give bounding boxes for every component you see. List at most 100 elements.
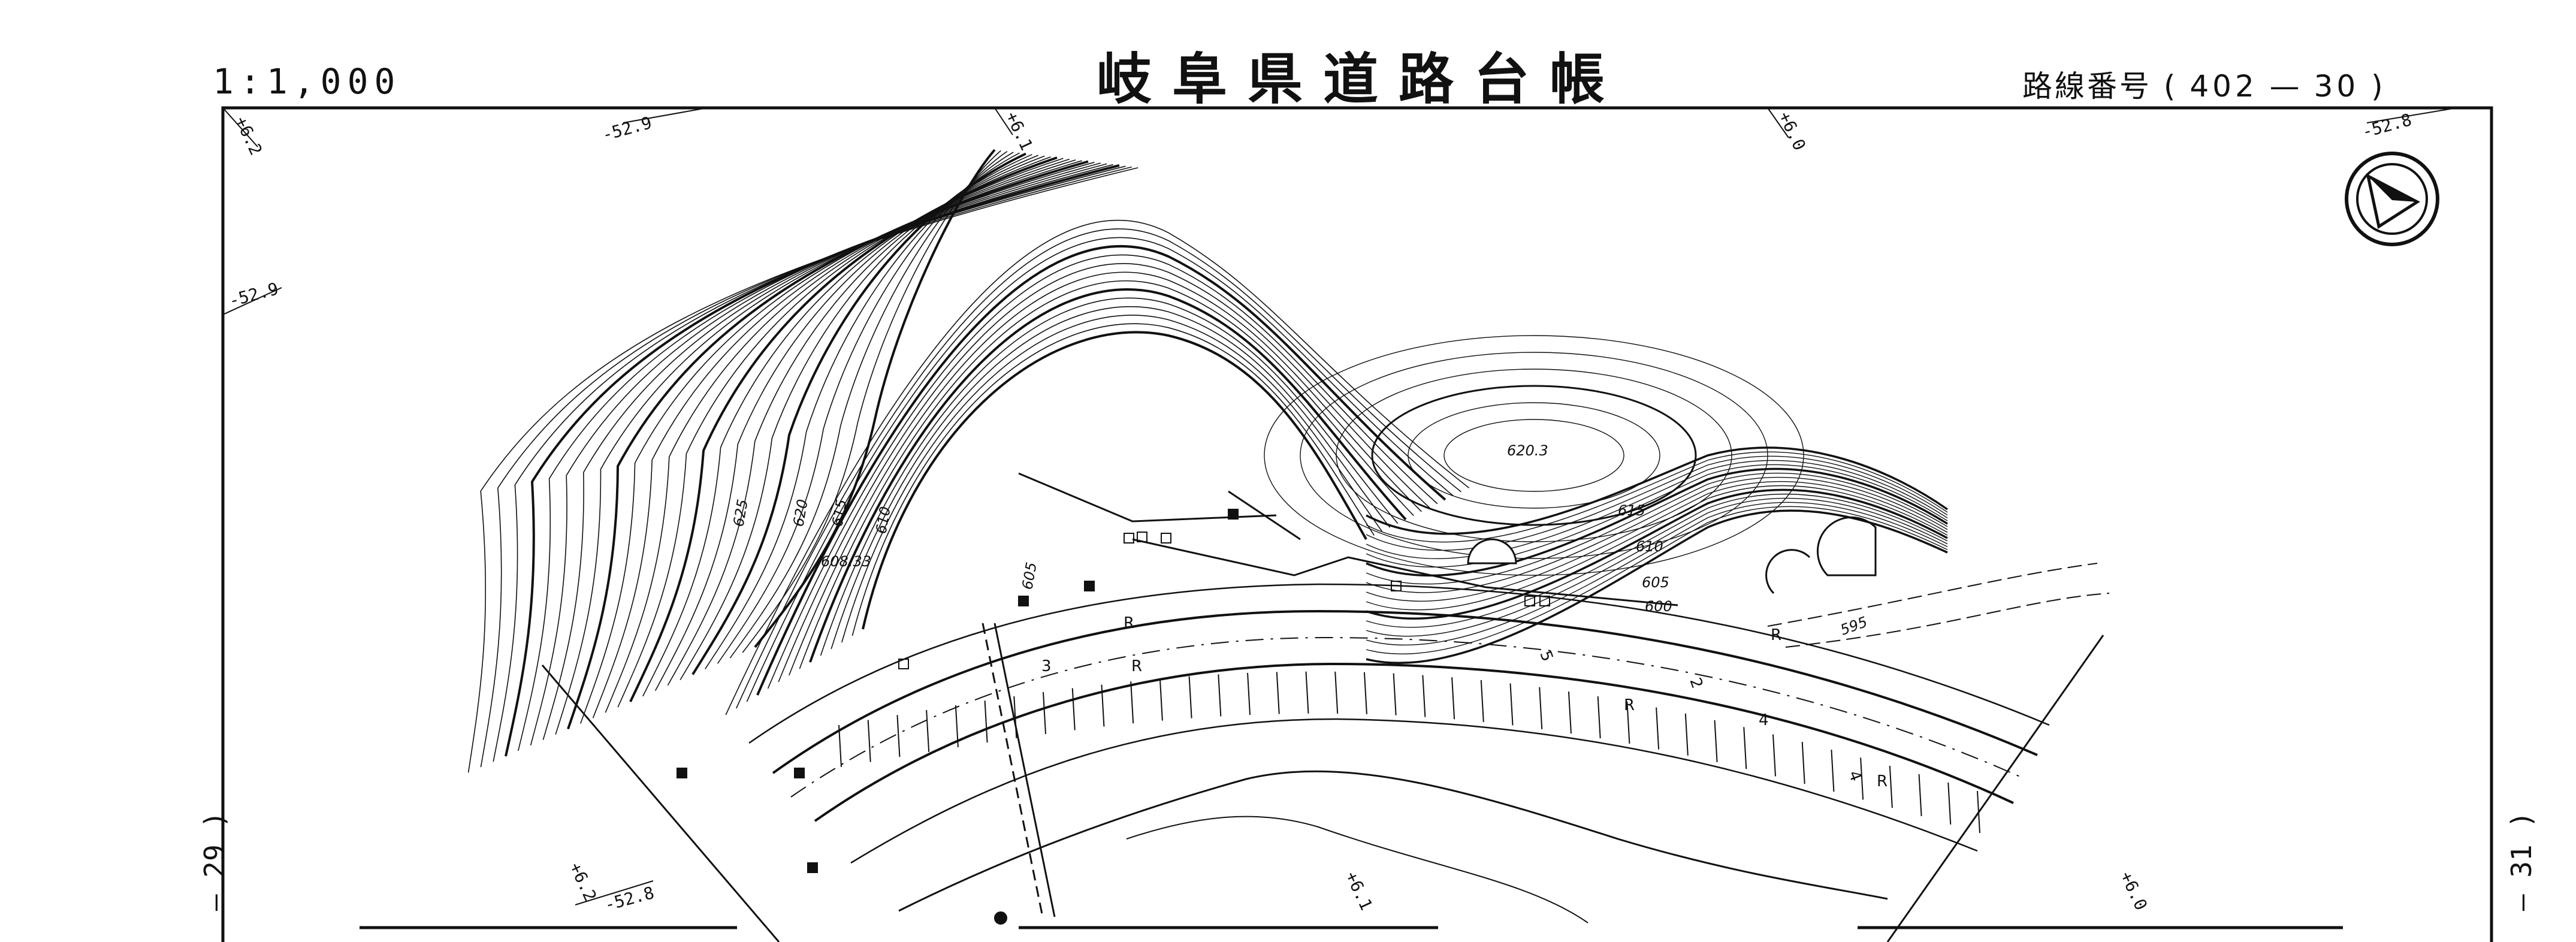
contour-line — [1366, 502, 1948, 646]
route-dash: — — [2269, 69, 2302, 104]
road-mark: 4 — [1759, 711, 1769, 729]
side-path — [1767, 563, 2098, 627]
grid-tick-label: -52.9 — [600, 113, 654, 145]
slope-hatch — [1393, 673, 1397, 715]
contour-line — [629, 156, 1058, 702]
slope-hatch — [1801, 741, 1805, 784]
contour-line — [742, 150, 1001, 653]
slope-hatch — [867, 720, 871, 762]
slope-hatch — [1305, 671, 1309, 714]
contour-line — [680, 154, 1032, 681]
grid-tick-label: +6.0 — [2116, 868, 2151, 913]
slope-hatch — [1188, 676, 1192, 718]
grid-tick-label: +6.1 — [1342, 868, 1376, 913]
contour-line — [691, 152, 1026, 675]
contour-label: 625 — [730, 498, 751, 528]
route-number: 402 — [2190, 69, 2258, 104]
contour-line — [754, 149, 996, 648]
slope-hatch — [1597, 696, 1601, 739]
contour-label: 615 — [829, 498, 850, 528]
slope-hatch — [1860, 757, 1864, 800]
road-centerline — [790, 636, 2026, 798]
contour-line — [1366, 473, 1948, 585]
contour-line — [654, 155, 1045, 692]
route-label-text: 路線番号 — [2022, 69, 2152, 104]
contour-line — [555, 162, 1095, 735]
contour-label: 595 — [1838, 614, 1870, 639]
contour-line — [1366, 451, 1948, 543]
contour-line — [1443, 419, 1624, 492]
contour-line — [1366, 481, 1948, 602]
slope-hatching — [838, 671, 1980, 834]
slope-hatch — [1043, 692, 1047, 734]
slope-hatch — [1656, 707, 1660, 750]
contour-label: 610 — [1636, 538, 1663, 555]
slope-hatch — [1480, 680, 1484, 722]
slope-hatch — [1159, 678, 1163, 721]
contour-line — [725, 219, 1470, 715]
map-scale: 1:1,000 — [213, 61, 401, 102]
contour-labels: 625 620 615 610 605 615 610 605 600 595 — [730, 498, 1870, 639]
grid-tick-label: +6.1 — [1002, 108, 1037, 153]
contour-line — [1366, 509, 1948, 664]
slope-hatch — [1451, 677, 1455, 720]
slope-hatch — [1247, 672, 1251, 715]
slope-hatch — [1363, 672, 1367, 714]
slope-hatch — [1013, 696, 1017, 738]
contour-line — [567, 160, 1089, 730]
contour-line — [1264, 335, 1804, 576]
road-mark: 5 — [1536, 648, 1556, 664]
spot-height: 608.33 — [821, 553, 871, 570]
contour-line — [1366, 446, 1949, 535]
slope-hatch — [1918, 774, 1922, 816]
slope-hatch — [926, 709, 930, 753]
grid-tick-label: +6.2 — [566, 859, 600, 904]
embankment-line — [898, 770, 1888, 912]
contour-line — [1408, 402, 1660, 509]
road-mark: R — [1877, 772, 1888, 790]
slope-hatch — [1130, 681, 1134, 724]
embankment-line — [1126, 816, 1589, 923]
contour-line — [1366, 488, 1948, 620]
contour-label: 605 — [1642, 574, 1669, 591]
slope-hatch — [1684, 713, 1689, 756]
slope-hatch — [1422, 675, 1426, 717]
slope-hatch — [896, 715, 901, 757]
map-title: 岐阜県道路台帳 — [1097, 47, 1626, 111]
map-frame — [221, 106, 2493, 942]
slope-hatch — [984, 701, 988, 743]
access-road — [982, 623, 1044, 917]
contour-label: 600 — [1645, 598, 1672, 615]
grid-tick-label: -52.9 — [227, 279, 280, 311]
compass-north-arrow-icon — [2345, 152, 2439, 246]
slope-hatch — [1626, 701, 1630, 744]
contour-label: 615 — [1618, 502, 1645, 519]
contour-line — [505, 164, 1120, 757]
grid-tick-label: -52.8 — [2360, 110, 2414, 142]
road-mark: R — [1131, 657, 1142, 675]
slope-hatch — [1568, 691, 1572, 734]
contour-label: 620 — [790, 498, 811, 528]
contour-line — [1371, 385, 1697, 526]
contour-line — [467, 167, 1138, 773]
slope-hatch — [1831, 749, 1835, 792]
spot-height: 620.3 — [1507, 442, 1548, 459]
grid-ticks — [222, 107, 2457, 905]
slope-hatch — [1334, 671, 1339, 714]
contour-line — [592, 159, 1076, 718]
contour-line — [729, 150, 1008, 659]
road-mark: R — [1624, 696, 1635, 714]
contour-line — [642, 156, 1051, 697]
retaining-wall — [1018, 472, 1877, 606]
slope-hatch — [1947, 782, 1952, 825]
contour-line — [1366, 493, 1948, 628]
contour-line — [580, 160, 1082, 724]
contour-line — [767, 254, 1438, 689]
contour-line — [799, 280, 1414, 669]
grid-tick-label: +6.0 — [1775, 108, 1810, 153]
slope-hatch — [1071, 688, 1076, 730]
route-open-paren: ( — [2163, 69, 2178, 104]
contour-line — [841, 315, 1383, 643]
